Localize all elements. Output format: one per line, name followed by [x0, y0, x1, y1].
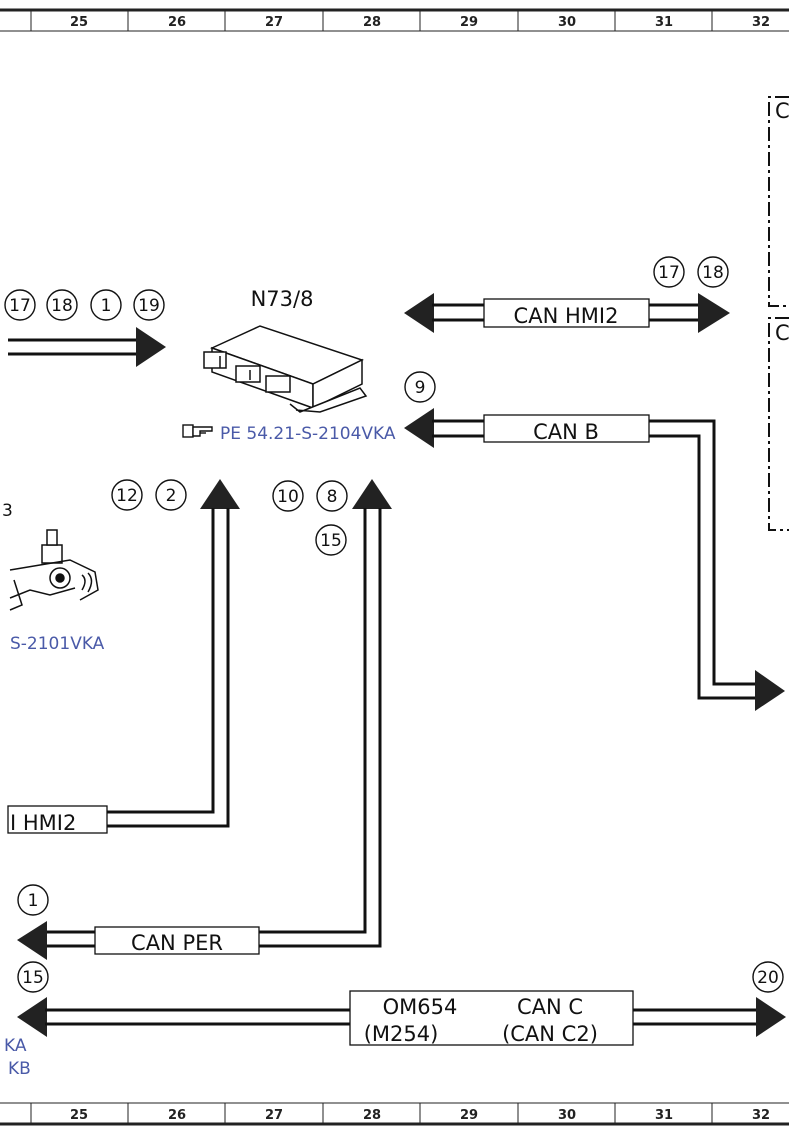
vkb-ref-fragment[interactable]: KB: [8, 1059, 31, 1079]
ruler-top-28: 28: [363, 15, 381, 30]
ruler-bottom-30: 30: [558, 1108, 576, 1123]
ruler-bottom-26: 26: [168, 1108, 186, 1123]
marker-18: 18: [51, 296, 73, 316]
marker-8: 8: [327, 487, 338, 507]
n73-8-label: N73/8: [251, 287, 314, 311]
ruler-bottom-28: 28: [363, 1108, 381, 1123]
marker-1-bottom: 1: [28, 891, 39, 911]
marker-19: 19: [138, 296, 160, 316]
ruler-top-25: 25: [70, 15, 88, 30]
marker-17-right: 17: [658, 263, 680, 283]
hmi2-left-label: I HMI2: [10, 811, 76, 835]
control-unit-drawing: [203, 325, 368, 413]
ruler-bottom-31: 31: [655, 1108, 673, 1123]
frame-letter-2: C: [775, 321, 789, 345]
left-input-bus: [8, 327, 166, 367]
can-hmi2-label: CAN HMI2: [514, 304, 619, 328]
marker-17: 17: [9, 296, 31, 316]
ruler-top-32: 32: [752, 15, 770, 30]
ruler-top-31: 31: [655, 15, 673, 30]
left-component-fragment: [9, 529, 99, 611]
circled-markers: 17 18 1 19 17 18 9 12 2 10 8 15 1 15 20: [4, 256, 784, 993]
top-ruler: 25 26 27 28 29 30 31 32: [0, 8, 789, 32]
ruler-top-29: 29: [460, 15, 478, 30]
can-c2-label: (CAN C2): [502, 1022, 598, 1046]
can-b-bus: CAN B: [404, 408, 785, 711]
om654-label: OM654: [383, 995, 458, 1019]
can-b-label: CAN B: [533, 420, 599, 444]
hmi2-left-bus: I HMI2: [7, 479, 240, 835]
can-per-label: CAN PER: [131, 931, 223, 955]
bottom-ruler: 25 26 27 28 29 30 31 32: [0, 1102, 789, 1126]
ruler-top-27: 27: [265, 15, 283, 30]
marker-15-bottom: 15: [22, 968, 44, 988]
vka-ref-fragment[interactable]: KA: [4, 1036, 27, 1056]
marker-1: 1: [101, 296, 112, 316]
ruler-top-30: 30: [558, 15, 576, 30]
right-frame-fragment: C C: [768, 96, 789, 531]
can-hmi2-top-bus: CAN HMI2: [404, 293, 730, 333]
marker-20: 20: [757, 968, 779, 988]
can-c-label: CAN C: [517, 995, 583, 1019]
ruler-bottom-32: 32: [752, 1108, 770, 1123]
left-ref-link[interactable]: S-2101VKA: [10, 634, 105, 654]
marker-15-mid: 15: [320, 531, 342, 551]
marker-12: 12: [116, 486, 138, 506]
pointing-hand-icon: [182, 424, 213, 438]
left-fragment-3: 3: [2, 501, 13, 521]
marker-10: 10: [277, 487, 299, 507]
frame-letter-1: C: [775, 99, 789, 123]
marker-18-right: 18: [702, 263, 724, 283]
ruler-bottom-25: 25: [70, 1108, 88, 1123]
marker-2: 2: [166, 486, 177, 506]
marker-9: 9: [415, 378, 426, 398]
m254-label: (M254): [364, 1022, 439, 1046]
ruler-top-26: 26: [168, 15, 186, 30]
n73-8-ref-link[interactable]: PE 54.21-S-2104VKA: [220, 424, 396, 444]
ruler-bottom-29: 29: [460, 1108, 478, 1123]
can-c-bus: OM654 (M254) CAN C (CAN C2): [17, 990, 786, 1046]
ruler-bottom-27: 27: [265, 1108, 283, 1123]
n73-8-module: N73/8 PE 54.21-S-2104VKA: [182, 287, 396, 444]
can-per-bus: CAN PER: [17, 479, 392, 960]
